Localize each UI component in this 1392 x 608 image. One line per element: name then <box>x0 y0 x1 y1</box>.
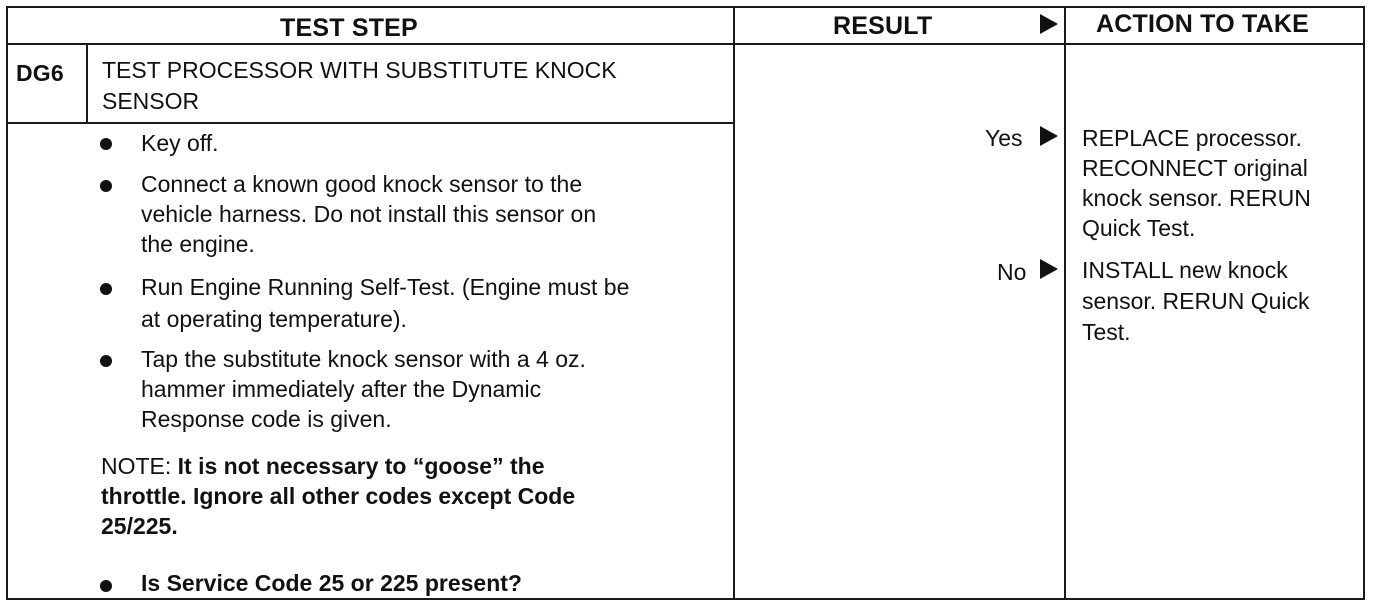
column-divider-result-action <box>1064 6 1066 600</box>
action-yes-line2: RECONNECT original <box>1082 155 1308 181</box>
step-title-divider <box>6 122 735 124</box>
right-triangle-arrow-icon <box>1040 259 1058 279</box>
instruction-run-selftest-line1: Run Engine Running Self-Test. (Engine mu… <box>141 274 630 300</box>
step-code-divider <box>86 43 88 124</box>
result-yes-label: Yes <box>985 125 1023 151</box>
instruction-run-selftest-line2: at operating temperature). <box>141 306 407 332</box>
step-title-line2: SENSOR <box>102 88 200 114</box>
instruction-tap-line3: Response code is given. <box>141 406 392 432</box>
table-border-top <box>6 6 1365 8</box>
header-divider <box>6 43 1365 45</box>
bullet-dot-icon <box>100 283 112 295</box>
step-title-line1: TEST PROCESSOR WITH SUBSTITUTE KNOCK <box>102 57 617 83</box>
table-border-bottom <box>6 598 1365 600</box>
instruction-connect-line2: vehicle harness. Do not install this sen… <box>141 201 597 227</box>
question-service-code: Is Service Code 25 or 225 present? <box>141 570 522 596</box>
action-no-line1: INSTALL new knock <box>1082 257 1288 283</box>
header-result: RESULT <box>833 12 933 40</box>
result-no-label: No <box>997 259 1027 285</box>
action-yes-line4: Quick Test. <box>1082 215 1196 241</box>
bullet-dot-icon <box>100 355 112 367</box>
note-text-line1: It is not necessary to “goose” the <box>177 453 545 479</box>
instruction-tap-line2: hammer immediately after the Dynamic <box>141 376 542 402</box>
table-border-left <box>6 6 8 600</box>
column-divider-test-result <box>733 6 735 600</box>
bullet-dot-icon <box>100 138 112 150</box>
right-triangle-arrow-icon <box>1040 14 1058 34</box>
header-action-to-take: ACTION TO TAKE <box>1096 10 1309 38</box>
note-line2: throttle. Ignore all other codes except … <box>101 483 576 509</box>
action-yes-line3: knock sensor. RERUN <box>1082 185 1311 211</box>
right-triangle-arrow-icon <box>1040 126 1058 146</box>
note-line1: NOTE: It is not necessary to “goose” the <box>101 451 544 481</box>
instruction-connect-line1: Connect a known good knock sensor to the <box>141 171 583 197</box>
note-line3: 25/225. <box>101 513 178 539</box>
instruction-tap-line1: Tap the substitute knock sensor with a 4… <box>141 346 586 372</box>
action-no-line2: sensor. RERUN Quick <box>1082 288 1310 314</box>
instruction-connect-line3: the engine. <box>141 231 255 257</box>
instruction-key-off: Key off. <box>141 130 219 156</box>
header-test-step: TEST STEP <box>280 14 418 42</box>
action-yes-line1: REPLACE processor. <box>1082 125 1302 151</box>
action-no-line3: Test. <box>1082 319 1131 345</box>
bullet-dot-icon <box>100 580 112 592</box>
bullet-dot-icon <box>100 180 112 192</box>
step-code: DG6 <box>16 60 64 86</box>
table-border-right <box>1363 6 1365 600</box>
note-prefix: NOTE: <box>101 453 172 479</box>
